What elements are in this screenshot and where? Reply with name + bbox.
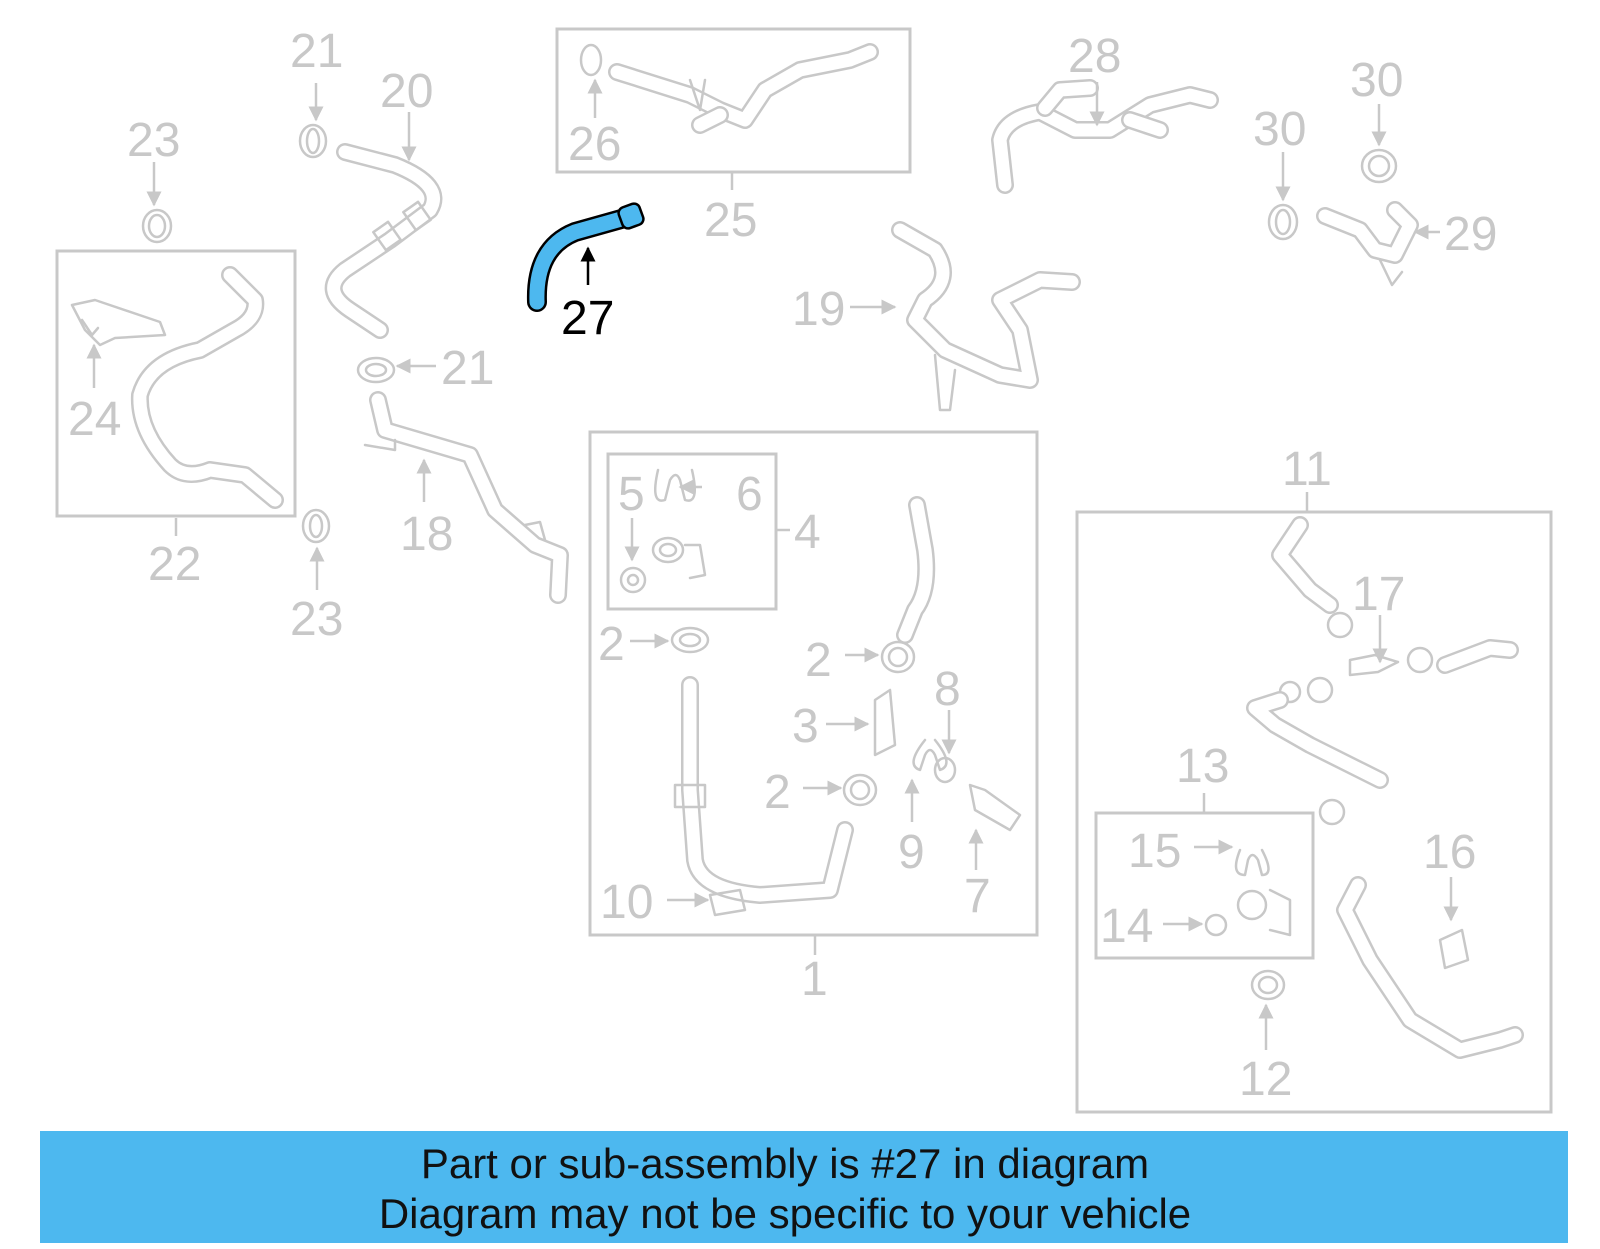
pipe-18 [363,391,569,604]
hose-19 [891,221,1081,412]
banner-line-1: Part or sub-assembly is #27 in diagram [420,1140,1150,1187]
clamp-30a [1267,203,1299,241]
assembly-box-11 [1075,510,1553,1114]
clamp-23a [141,208,173,244]
callout-2a: 2 [598,618,625,671]
clamp-21b [356,356,396,384]
callout-7: 7 [964,870,991,923]
callout-23a: 23 [127,114,180,167]
callout-3: 3 [792,700,819,753]
callout-17: 17 [1352,568,1405,621]
callout-30a: 30 [1253,103,1306,156]
pipe-assembly-25 [579,43,879,134]
callout-4: 4 [794,506,821,559]
callout-2c: 2 [764,766,791,819]
callout-8: 8 [934,663,961,716]
callout-20: 20 [380,65,433,118]
elbow-fitting-4 [619,468,707,594]
callout-21b: 21 [441,342,494,395]
callout-29: 29 [1444,208,1497,261]
assembly-box-1 [588,430,1039,937]
callout-24: 24 [68,393,121,446]
callout-16: 16 [1423,826,1476,879]
callout-26: 26 [568,118,621,171]
callout-5: 5 [618,468,645,521]
pipe-assembly-1 [670,496,1022,917]
clamp-23b [301,508,331,544]
banner-line-2: Diagram may not be specific to your vehi… [378,1190,1192,1237]
pipe-assembly-22 [70,266,284,509]
callout-27: 27 [561,292,614,345]
callout-9: 9 [898,826,925,879]
callout-13: 13 [1176,740,1229,793]
hose-27-highlighted [526,202,645,312]
assembly-box-25 [555,27,912,174]
hose-29 [1316,201,1419,287]
pipe-assembly-11 [1204,516,1524,1059]
assembly-box-22 [55,249,297,518]
callout-10: 10 [600,876,653,929]
callout-18: 18 [400,508,453,561]
callout-2b: 2 [805,634,832,687]
callout-19: 19 [792,283,845,336]
hose-20 [324,143,443,339]
callout-22: 22 [148,538,201,591]
callout-28: 28 [1068,30,1121,83]
callout-23b: 23 [290,593,343,646]
leader-arrows [86,78,1459,1050]
callout-14: 14 [1100,900,1153,953]
info-banner: Part or sub-assembly is #27 in diagram D… [40,1131,1568,1243]
clamp-30b [1360,148,1398,184]
callout-21a: 21 [290,25,343,78]
hose-28 [991,79,1219,194]
clamp-21a [298,123,328,159]
callout-15: 15 [1128,825,1181,878]
callout-30b: 30 [1350,54,1403,107]
callout-11: 11 [1282,443,1332,496]
callout-1: 1 [801,953,828,1006]
assembly-box-4 [606,452,778,611]
callout-12: 12 [1239,1053,1292,1106]
callout-6: 6 [736,468,763,521]
callout-25: 25 [704,194,757,247]
